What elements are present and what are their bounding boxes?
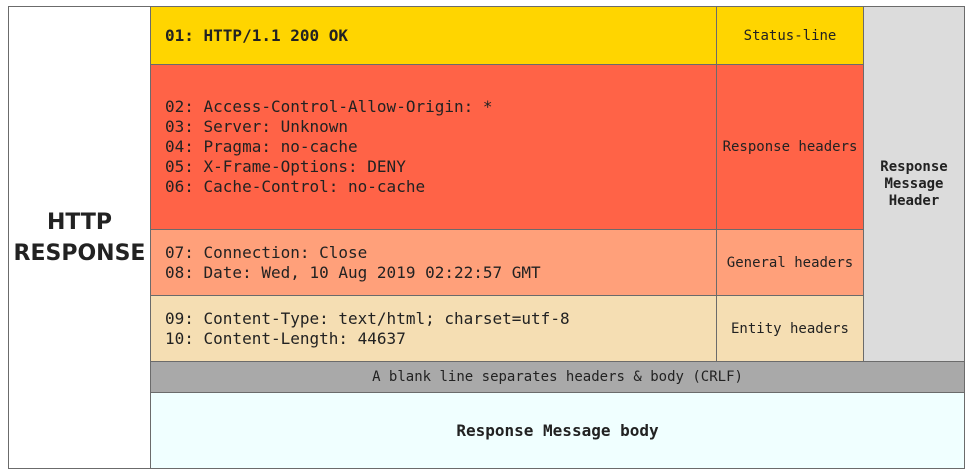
http-response-label: HTTP RESPONSE: [8, 6, 151, 469]
crlf-separator: A blank line separates headers & body (C…: [150, 361, 965, 393]
header-line: 03: Server: Unknown: [165, 117, 349, 136]
header-line: 07: Connection: Close: [165, 242, 368, 262]
status-line-label: Status-line: [716, 6, 864, 65]
status-line-text: 01: HTTP/1.1 200 OK: [165, 25, 349, 45]
status-line-block: 01: HTTP/1.1 200 OK: [150, 6, 717, 65]
left-label-line1: HTTP: [46, 209, 113, 235]
response-message-body: Response Message body: [150, 392, 965, 469]
header-line: 04: Pragma: no-cache: [165, 137, 358, 156]
response-headers-label: Response headers: [716, 64, 864, 230]
general-headers-label: General headers: [716, 229, 864, 296]
response-message-header-label: Response Message Header: [863, 6, 965, 362]
group-label-line2: Message: [884, 175, 944, 192]
header-line: 09: Content-Type: text/html; charset=utf…: [165, 308, 570, 328]
header-line: 10: Content-Length: 44637: [165, 328, 406, 348]
left-label-line2: RESPONSE: [13, 240, 146, 266]
entity-headers-label: Entity headers: [716, 295, 864, 362]
response-headers-block: 02: Access-Control-Allow-Origin: * 03: S…: [150, 64, 717, 230]
header-line: 05: X-Frame-Options: DENY: [165, 157, 406, 176]
header-line: 08: Date: Wed, 10 Aug 2019 02:22:57 GMT: [165, 262, 541, 282]
general-headers-block: 07: Connection: Close 08: Date: Wed, 10 …: [150, 229, 717, 296]
group-label-line1: Response: [880, 158, 948, 175]
entity-headers-block: 09: Content-Type: text/html; charset=utf…: [150, 295, 717, 362]
group-label-line3: Header: [888, 192, 940, 209]
header-line: 02: Access-Control-Allow-Origin: *: [165, 97, 493, 116]
header-line: 06: Cache-Control: no-cache: [165, 177, 426, 196]
